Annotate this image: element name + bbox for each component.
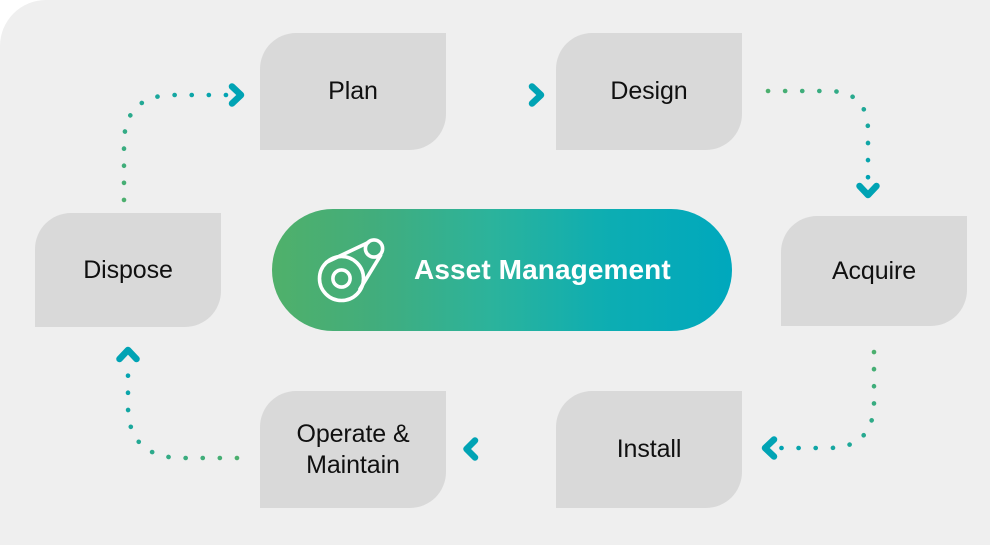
arrowhead-right-icon [228,83,245,107]
stage-label-plan: Plan [328,77,378,106]
arrowhead-down-icon [856,182,880,199]
connector-plan-to-design [461,78,552,112]
connector-install-to-operate [458,433,554,465]
stage-box-plan[interactable]: Plan [260,33,446,150]
stage-box-install[interactable]: Install [556,391,742,508]
connector-acquire-to-install [752,349,887,462]
connector-dotted-path [121,92,233,203]
stage-box-operate-maintain[interactable]: Operate & Maintain [260,391,446,508]
stage-label-acquire: Acquire [831,256,917,285]
connector-design-to-acquire [762,78,892,206]
stage-label-operate-maintain: Operate & Maintain [296,420,410,479]
stage-box-dispose[interactable]: Dispose [35,213,221,327]
center-pill-title: Asset Management [414,254,671,285]
stage-label-install: Install [616,435,682,464]
pulley-belt-icon [317,238,385,303]
connector-dotted-path [125,363,240,461]
stage-label-dispose: Dispose [83,255,173,284]
connector-dotted-path [773,349,877,451]
stage-box-acquire[interactable]: Acquire [781,216,967,326]
stage-label-design: Design [610,77,688,106]
connector-operate-to-dispose [103,338,243,470]
arrowhead-up-icon [116,346,140,363]
arrowhead-left-icon [463,437,479,461]
arrowhead-left-icon [761,436,778,460]
center-pill-asset-management[interactable]: Asset Management [272,209,732,331]
stage-box-design[interactable]: Design [556,33,742,150]
connector-dispose-to-plan [108,82,253,204]
connector-dotted-path [765,88,871,181]
arrowhead-right-icon [528,83,545,107]
